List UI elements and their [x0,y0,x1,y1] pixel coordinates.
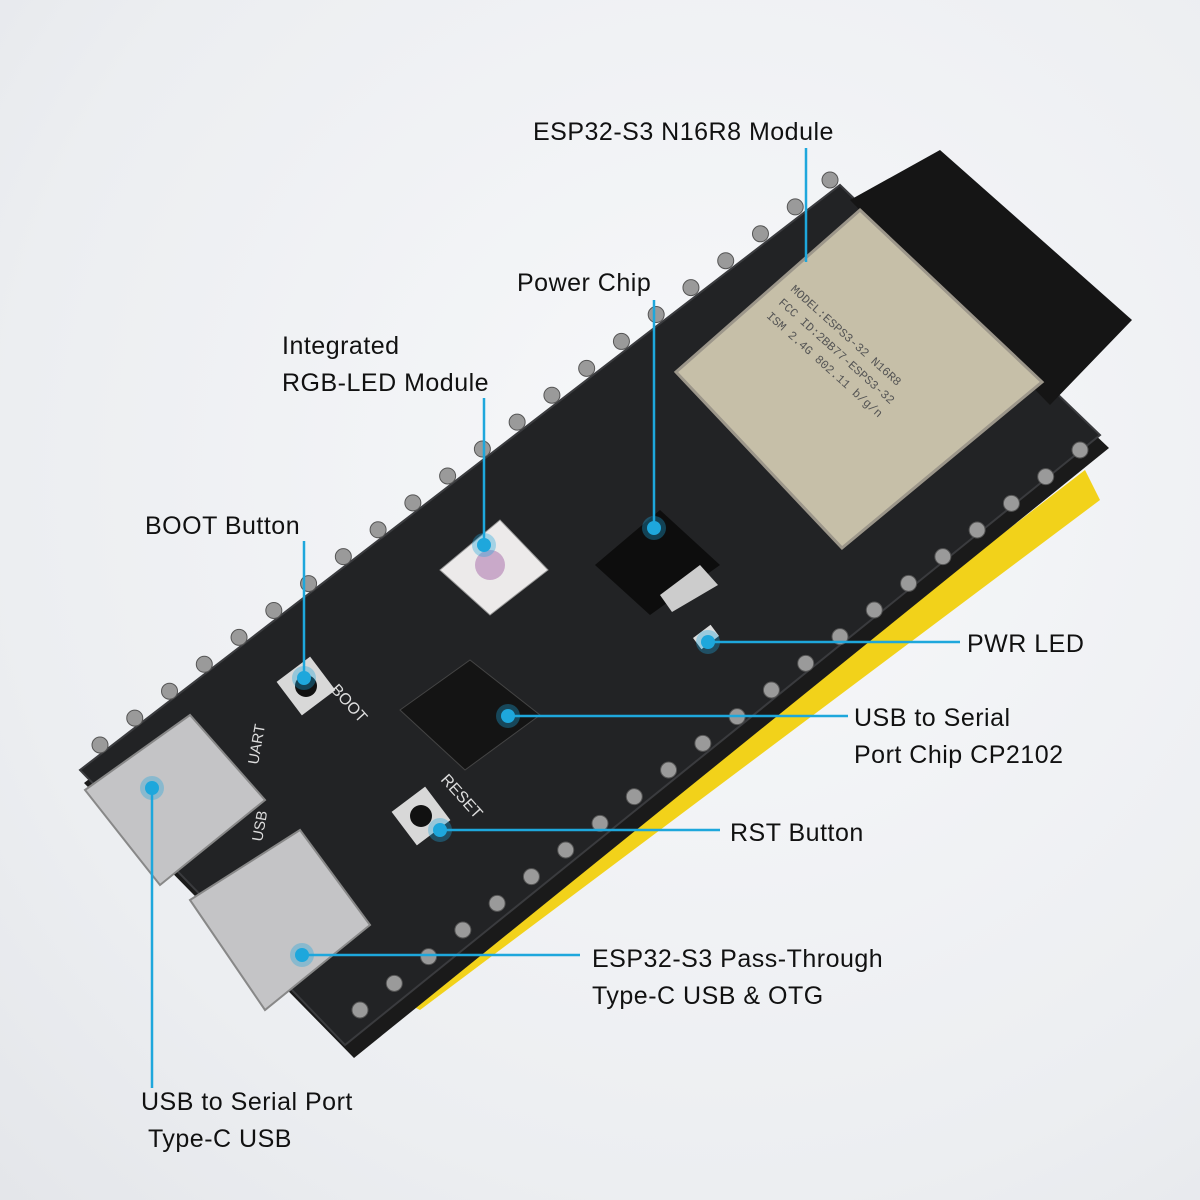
label-module: ESP32-S3 N16R8 Module [533,114,834,151]
header-pin [786,198,804,216]
header-pin [369,521,387,539]
header-pin [1002,494,1020,512]
esp32-module [673,207,1045,551]
label-rst: RST Button [730,815,864,852]
uart-silk: UART [245,723,269,766]
header-pin [488,894,506,912]
header-pin [647,306,665,324]
label-text: RST Button [730,819,864,847]
label-pwr-led: PWR LED [967,626,1084,663]
label-boot: BOOT Button [145,508,300,545]
header-pin [543,386,561,404]
callout-dots [140,516,720,967]
header-pin [694,734,712,752]
header-pin [968,521,986,539]
label-text: Port Chip CP2102 [854,741,1064,769]
header-pin [865,601,883,619]
header-pin [230,628,248,646]
header-pin [797,654,815,672]
header-pin [334,548,352,566]
header-pin [404,494,422,512]
label-text: RGB-LED Module [282,369,490,397]
rst-button-cap [410,805,432,827]
label-text: USB to Serial [854,704,1011,732]
header-pin [821,171,839,189]
label-text: BOOT Button [145,512,301,540]
label-text: ESP32-S3 N16R8 Module [533,118,834,146]
header-pin [91,736,109,754]
header-pin [420,948,438,966]
header-pin [126,709,144,727]
label-text: Type-C USB & OTG [592,982,824,1010]
label-text: Power Chip [517,269,652,297]
callout-lines [150,148,960,1088]
header-pin [625,788,643,806]
header-pins [91,171,1089,1019]
header-pin [1037,468,1055,486]
header-pin [195,655,213,673]
header-pin [751,225,769,243]
header-pin [522,868,540,886]
label-text: Integrated [282,332,400,360]
header-pin [508,413,526,431]
header-pin [161,682,179,700]
antenna [850,150,1132,405]
header-pin [578,359,596,377]
header-pin [591,814,609,832]
label-text: ESP32-S3 Pass-Through [592,945,884,973]
header-pin [557,841,575,859]
label-text: Type-C USB [148,1125,292,1153]
header-pin [385,974,403,992]
header-pin [682,279,700,297]
usb-c-otg-port[interactable] [188,828,372,1012]
usb-silk: USB [249,809,271,842]
header-pin [439,467,457,485]
header-pin [473,440,491,458]
header-pin [762,681,780,699]
header-pin [265,601,283,619]
header-pin [660,761,678,779]
power-chip [595,510,720,615]
label-power-chip: Power Chip [517,265,651,302]
label-text: PWR LED [967,630,1085,658]
header-pin [1071,441,1089,459]
power-chip-tab [660,565,718,612]
header-pin [717,252,735,270]
label-text: USB to Serial Port [141,1088,353,1116]
header-pin [612,332,630,350]
header-pin [351,1001,369,1019]
header-pin [900,574,918,592]
header-pin [831,628,849,646]
usb-c-uart-port[interactable] [83,713,267,887]
rgb-led-lens [475,550,505,580]
header-pin [454,921,472,939]
header-pin [934,548,952,566]
